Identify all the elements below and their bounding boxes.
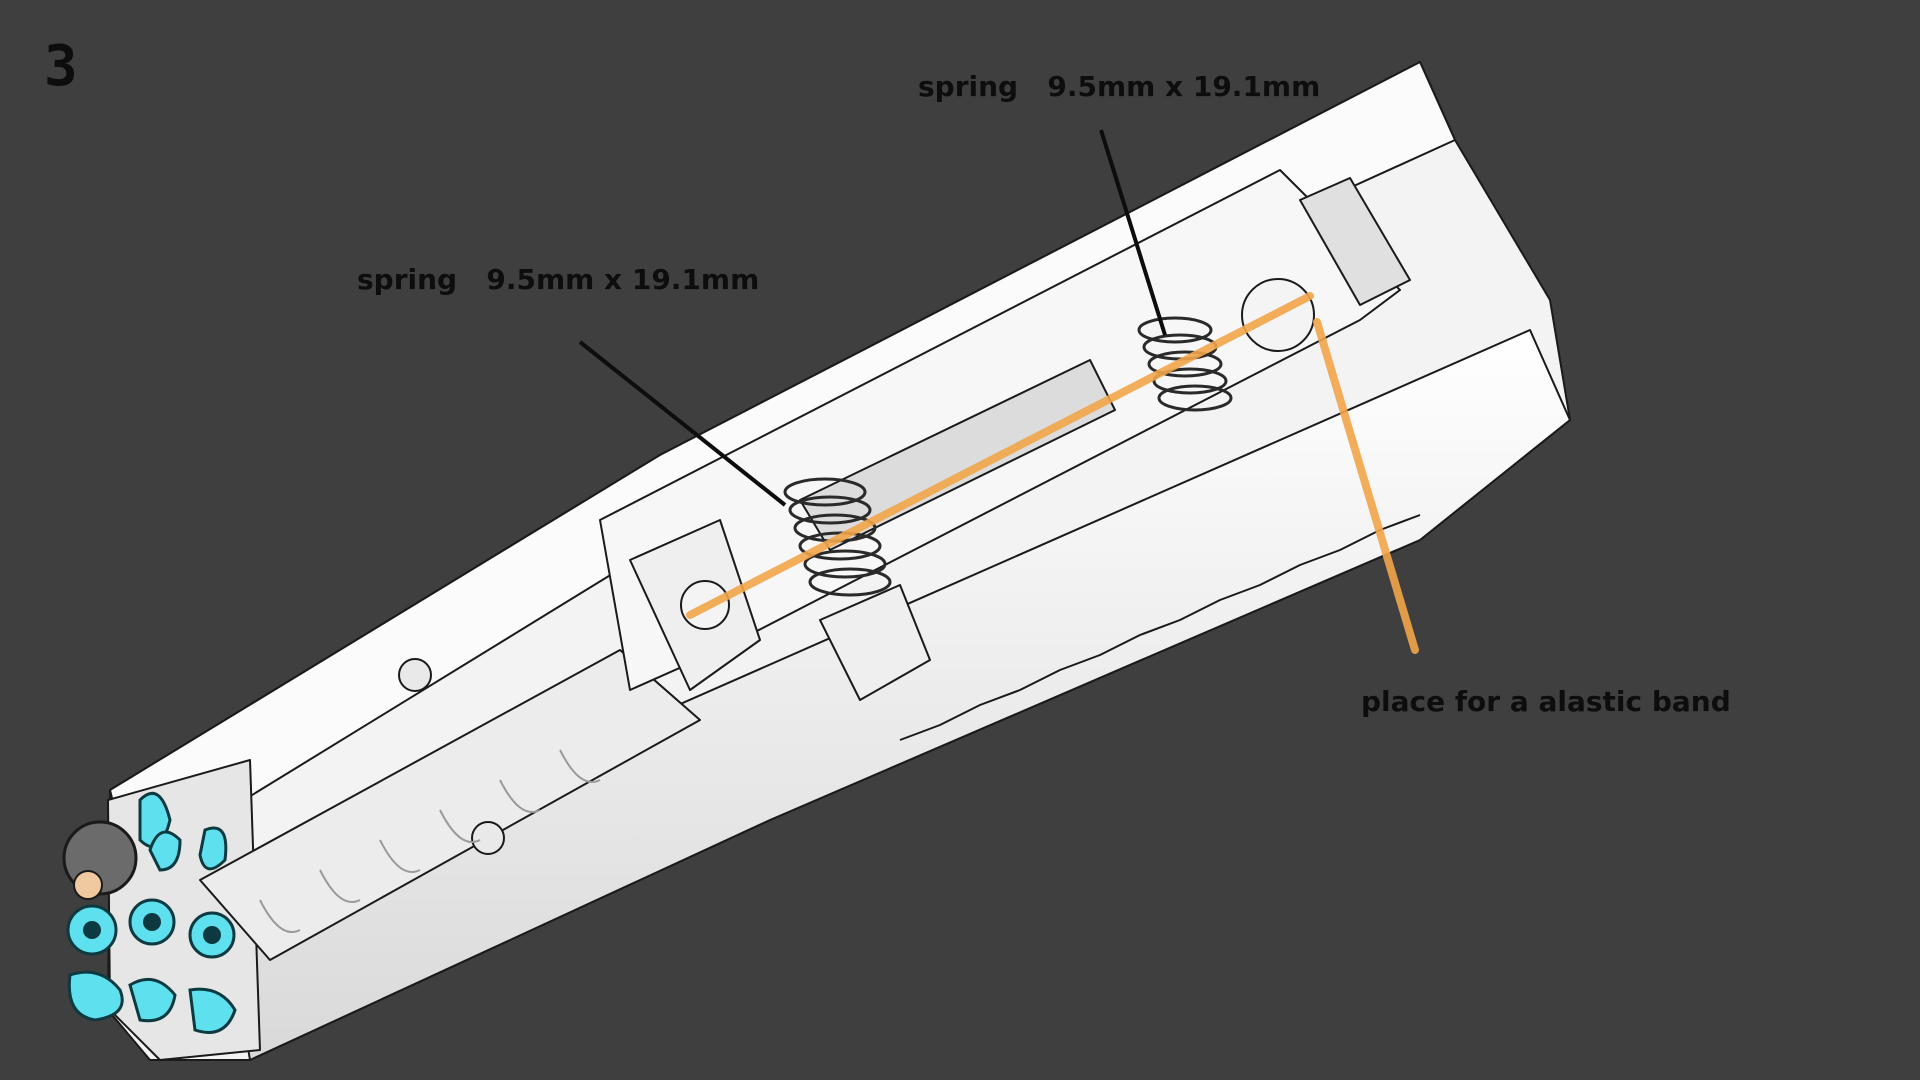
spring-label-left: spring 9.5mm x 19.1mm [357,263,760,296]
elastic-band-label: place for a alastic band [1361,685,1731,718]
pivot-bolt [398,658,432,692]
barrel [199,649,701,961]
leader-line-left-spring [578,340,787,507]
barrel-grooves [259,749,601,933]
leader-line-top-spring [1099,129,1167,336]
odd-works-logo [62,791,237,1034]
pivot-bolt [471,821,505,855]
slider-block-right [819,584,931,701]
spring-label-top: spring 9.5mm x 19.1mm [918,70,1321,103]
elastic-band-path [686,292,1419,654]
step-number: 3 [44,34,78,99]
device-body [107,61,1571,1061]
spring-left [783,477,892,597]
end-pocket [1299,177,1411,306]
grip-teeth [899,514,1421,741]
